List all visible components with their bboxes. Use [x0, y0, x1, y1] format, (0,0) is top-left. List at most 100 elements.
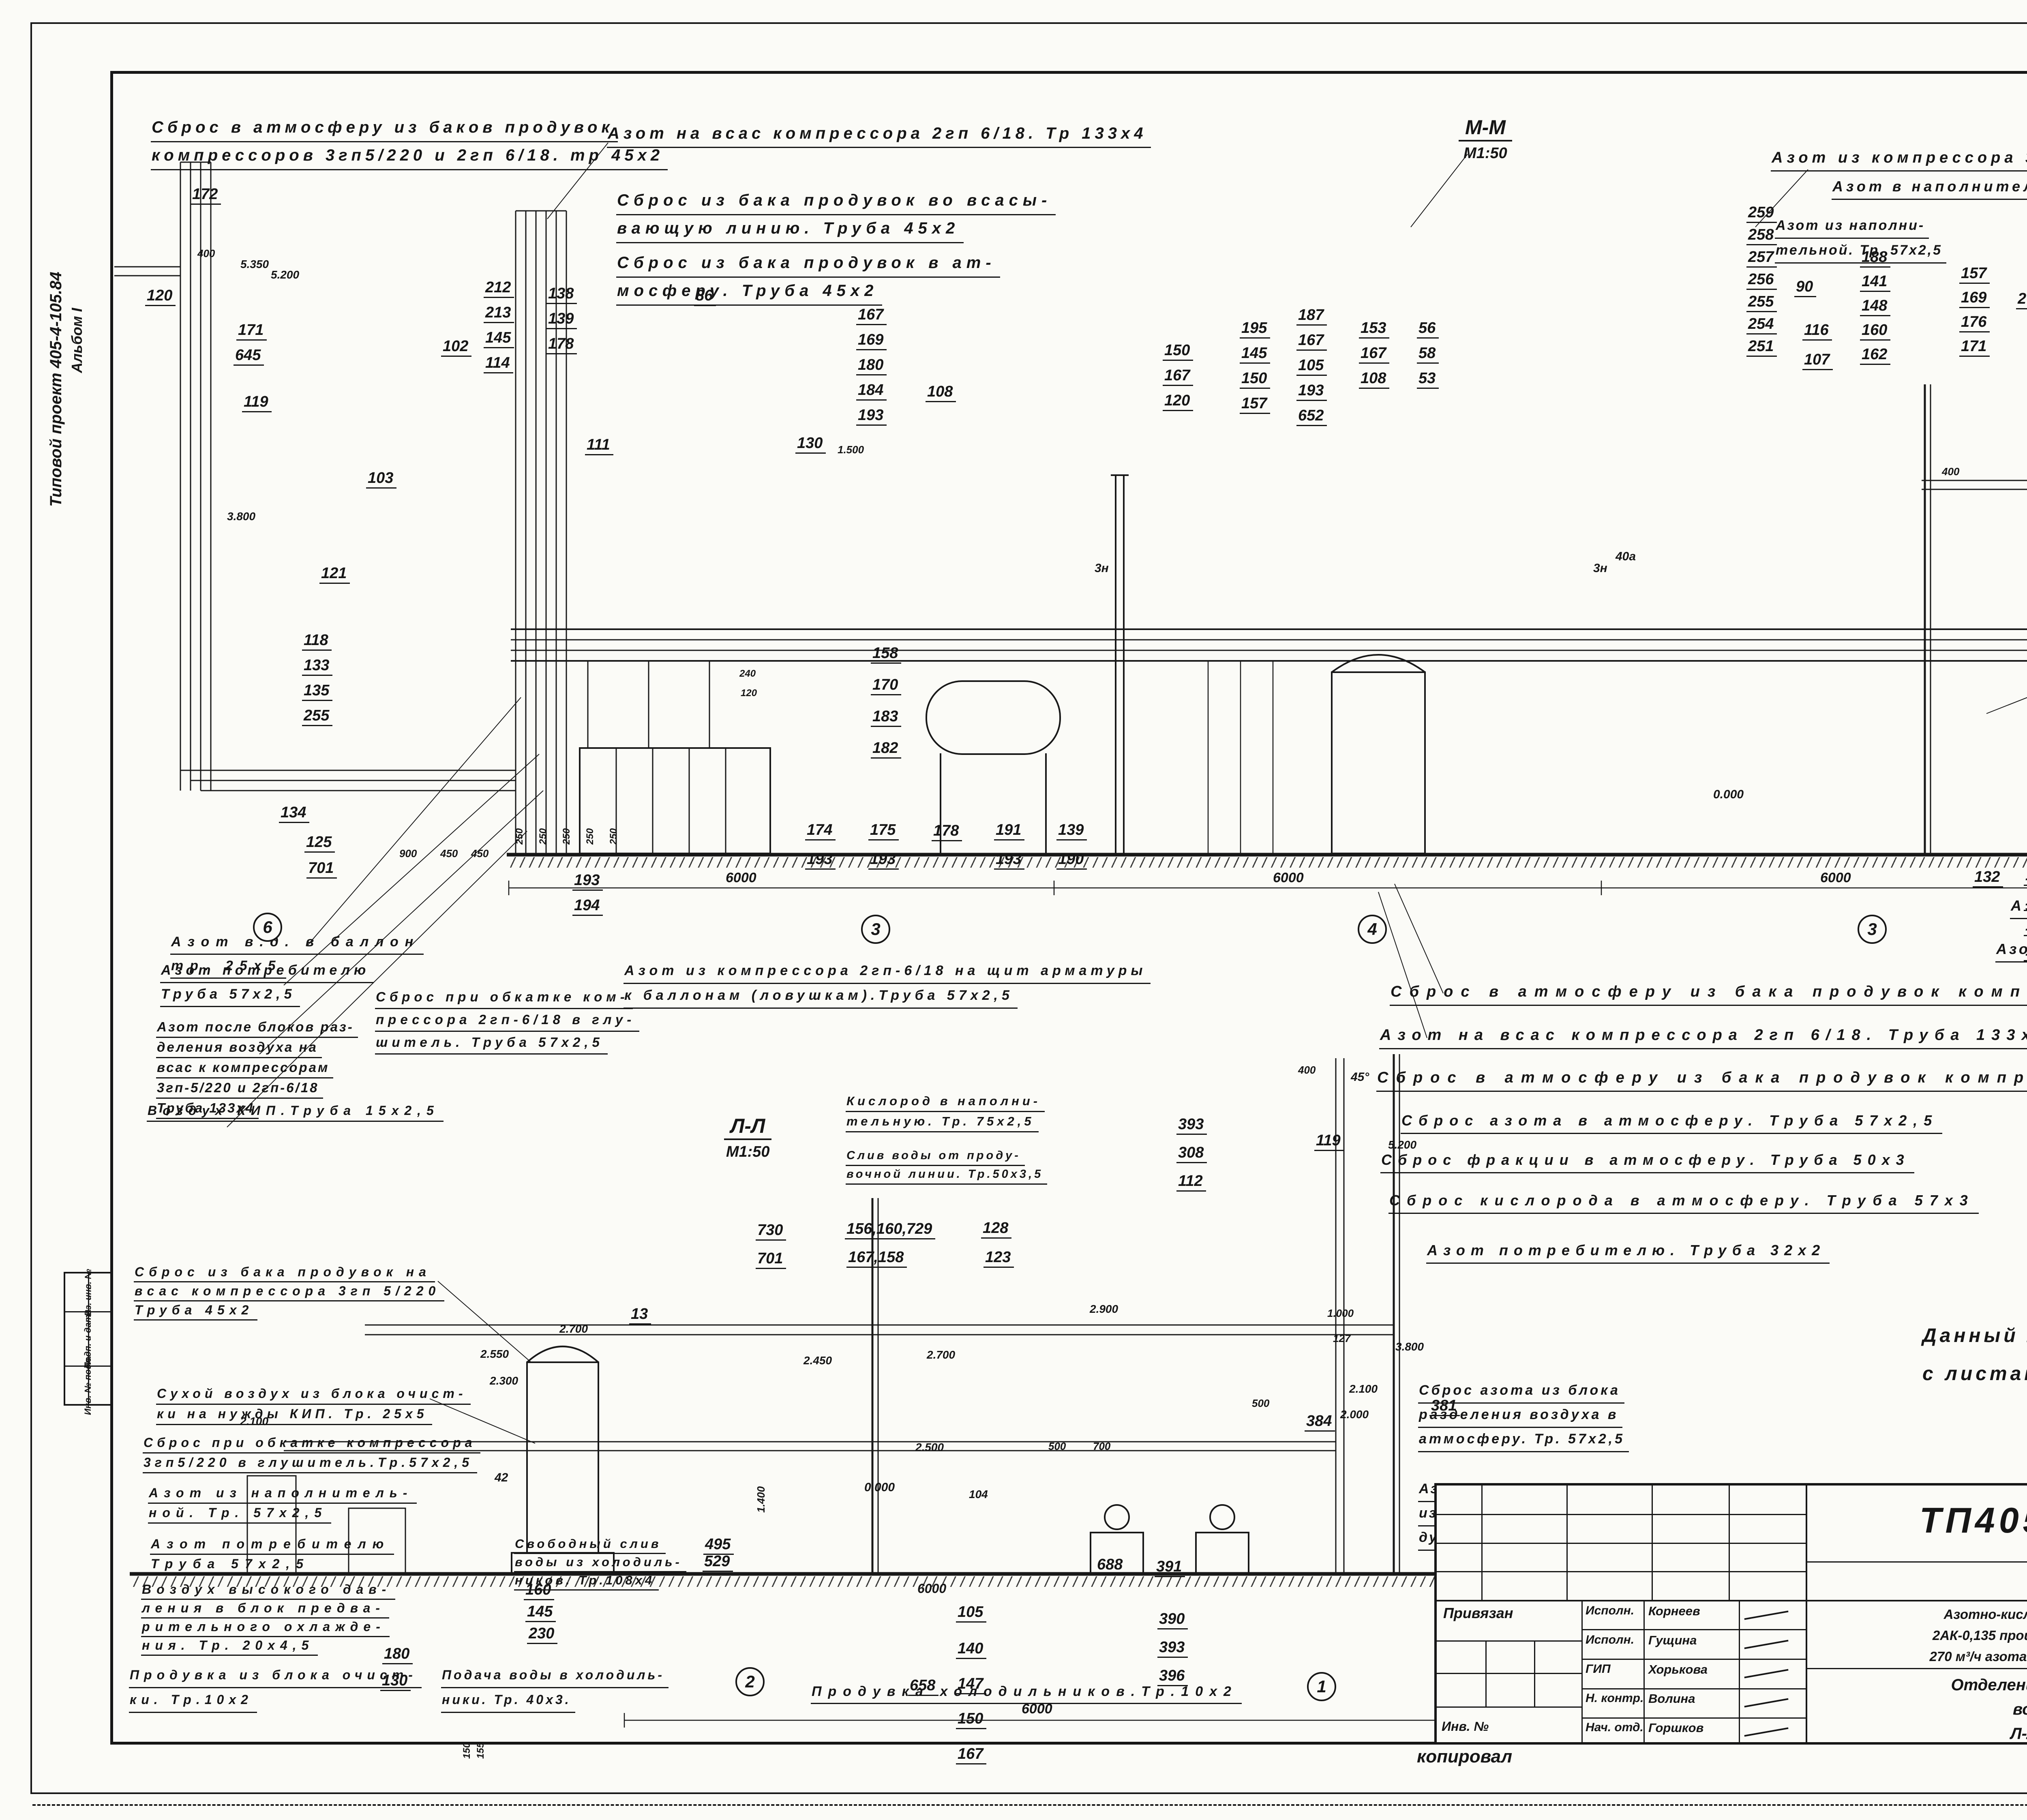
section-title-mm: М-М М1:50	[1459, 116, 1512, 162]
title-block-grid-line	[1437, 1514, 1806, 1515]
pipe-label-line: атмосферу. Тр. 57х2,5	[1418, 1428, 1629, 1452]
position-callout: 393	[1176, 1116, 1207, 1135]
pipe-label: Азот из компрессора 3гп 5/220 на щит арм…	[1771, 146, 2027, 171]
position-callout: 13	[629, 1306, 651, 1325]
cell-divider	[88, 1273, 89, 1311]
role-name: Гущина	[1648, 1633, 1697, 1647]
pipe-label-line: Труба 45х2	[134, 1301, 258, 1321]
position-callout: 193	[805, 851, 836, 870]
position-callout: 120	[145, 287, 176, 306]
position-callout: 384	[1305, 1413, 1335, 1432]
position-callout: 125	[304, 834, 335, 853]
position-callout: 255	[302, 707, 333, 726]
signature	[1744, 1640, 1789, 1649]
role-name: Корнеев	[1648, 1604, 1700, 1618]
title-block-grid-line	[1581, 1717, 1806, 1719]
role-name: Хорькова	[1648, 1662, 1708, 1676]
position-callout: 390	[1157, 1610, 1188, 1629]
side-stamp-line2: Альбом I	[69, 308, 85, 373]
project-title: Азотно-кислородная станция 2АК-0,135 про…	[1810, 1604, 2027, 1667]
pipe-label: Продувка холодильников.Тр.10х2	[811, 1681, 1242, 1704]
dimension-text: 450	[471, 847, 489, 860]
copied-by-label: копировал	[1417, 1747, 1513, 1766]
position-callout: 652	[1296, 407, 1327, 426]
position-callout: 180	[856, 356, 887, 375]
position-callout: 150	[956, 1710, 987, 1729]
pipe-label-line: Сброс кислорода в атмосферу. Труба 57х3	[1388, 1189, 1979, 1214]
position-callout: 128	[981, 1220, 1012, 1239]
title-block-grid-line	[1729, 1486, 1730, 1600]
position-callout: 140	[2024, 892, 2027, 911]
position-callout: 138	[546, 285, 577, 304]
position-callout: 190	[1056, 851, 1087, 870]
pipe-label-line: ления в блок предва-	[141, 1600, 390, 1618]
pipe-label-line: всас к компрессорам	[156, 1058, 334, 1078]
position-callout: 167	[856, 306, 887, 325]
pipe-label: Азот потребителю. Труба 32х2	[1426, 1239, 1830, 1264]
position-callout: 150	[1163, 342, 1193, 361]
title-block-grid-line	[1581, 1659, 1806, 1660]
dimension-text: 6000	[917, 1581, 947, 1596]
pipe-label: Азот из наполнительной. Тр. 57х2,5	[2010, 894, 2027, 919]
position-callout: 251	[1746, 338, 1777, 357]
pipe-label: Азот после блоков раз-деления воздуха на…	[156, 1018, 358, 1119]
position-callout: 391	[1155, 1558, 1185, 1577]
position-callout: 134	[279, 804, 310, 823]
section-title-ll: Л-Л М1:50	[724, 1114, 772, 1161]
pipe-label: Сброс в атмосферу из бака продувок компр…	[1390, 980, 2027, 1006]
title-block-grid-line	[1481, 1486, 1483, 1600]
position-callout: 137	[2024, 867, 2027, 886]
pipe-label: Азот на всас компрессора 2гп 6/18. Тр 13…	[607, 121, 1151, 148]
position-callout: 123	[984, 1249, 1014, 1268]
position-callout: 658	[908, 1677, 939, 1696]
position-callout: 158	[871, 645, 902, 664]
pipe-label-line: Сброс при обкатке ком-	[375, 986, 633, 1009]
pipe-label-line: разделения воздуха в	[1418, 1404, 1623, 1428]
pipe-label: Сброс при обкатке ком-прессора 2гп-6/18 …	[375, 986, 640, 1055]
position-callout: 175	[868, 821, 899, 840]
dimension-text: 500	[1048, 1440, 1066, 1452]
position-callout: 156,160,729	[845, 1220, 936, 1239]
dimension-text: 2.100	[240, 1415, 269, 1428]
dimension-text: 127	[1333, 1332, 1351, 1344]
cell-divider	[88, 1312, 89, 1366]
pipe-label-line: Труба 57х2,5	[150, 1555, 314, 1575]
pipe-label: Азот из наполни-тельной. Тр. 57х2,5	[1775, 214, 1946, 264]
role-title: Н. контр.	[1586, 1691, 1644, 1705]
title-block-grid-line	[1437, 1706, 1581, 1708]
pipe-label: Слив воды от проду-вочной линии. Тр.50х3…	[846, 1147, 1048, 1185]
dimension-text: 250	[538, 828, 549, 845]
pipe-label-line: Азот на всас компрессора 2гп 6/18. Тр 13…	[607, 121, 1151, 148]
axis-circle: 1	[1307, 1672, 1336, 1701]
dimension-text: 6000	[1820, 870, 1851, 885]
position-callout: 194	[572, 897, 603, 916]
axis-circle: 3	[1858, 915, 1887, 944]
dimension-text: 2.450	[804, 1354, 832, 1367]
dimension-text: 155	[475, 1742, 486, 1759]
pipe-label-line: деления воздуха на	[156, 1038, 322, 1058]
title-block-grid-line	[1806, 1561, 2027, 1563]
signature	[1744, 1727, 1789, 1737]
position-callout: 160	[1860, 322, 1891, 341]
fold-line	[32, 1804, 2027, 1806]
position-callout: 160	[524, 1581, 555, 1600]
position-callout: 167	[2024, 942, 2027, 961]
pipe-label: Продувка из блока очист-ки. Тр.10х2	[129, 1664, 422, 1713]
pipe-label-line: Сухой воздух из блока очист-	[156, 1385, 471, 1405]
position-callout: 172	[191, 186, 221, 205]
pipe-label-line: Азот из наполнительной. Тр. 57х2,5	[2010, 894, 2027, 919]
axis-mark: 3н	[1095, 562, 1109, 575]
position-callout: 132	[1973, 868, 2003, 887]
position-callout: 148	[1860, 297, 1891, 316]
dimension-text: 1.500	[838, 444, 864, 456]
pipe-label-line: Азот на всас компрессора 3гп 5/220. Тр.1…	[1995, 938, 2027, 963]
pipe-label-line: Азот из наполни-	[1775, 214, 1929, 239]
position-callout: 254	[1746, 315, 1777, 334]
ground-hatching-lower	[130, 1576, 1480, 1587]
dimension-text: 700	[1093, 1440, 1111, 1452]
dimension-text: 450	[440, 847, 458, 860]
position-callout: 130	[795, 435, 826, 454]
position-callout: 121	[319, 565, 350, 584]
